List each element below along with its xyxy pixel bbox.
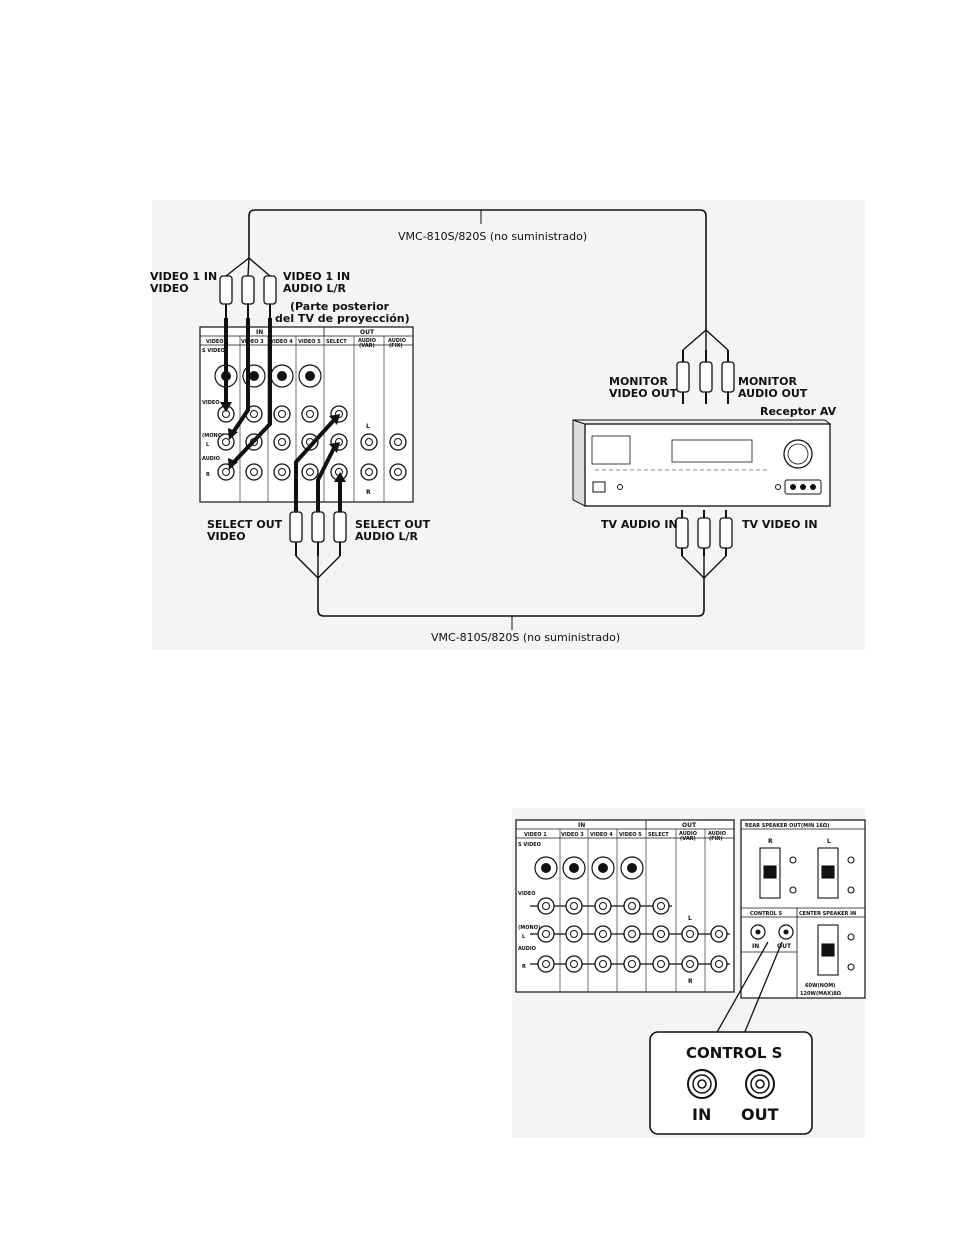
plug-select-out-audio-l	[311, 511, 325, 556]
cable-bottom-label: VMC-810S/820S (no suministrado)	[431, 631, 620, 644]
panel2-col-video3: VIDEO 3	[561, 832, 584, 838]
bottom-cable	[317, 578, 705, 617]
panel1-audio-fix-sub: (FIX)	[389, 343, 403, 349]
plug-select-out-video	[289, 511, 303, 556]
av-receiver	[572, 419, 832, 507]
panel1-mono-label: (MONO)	[202, 433, 224, 439]
input-cables	[224, 318, 272, 466]
panel1-audio-label: AUDIO	[202, 456, 220, 462]
callout-title: CONTROL S	[686, 1044, 782, 1062]
plug-tv-video-in	[719, 510, 733, 556]
panel2-audio-fix: AUDIO	[708, 831, 726, 837]
plug-monitor-audio-out-l	[699, 350, 713, 404]
panel2-audio-l-marker: L	[522, 934, 526, 940]
plug-video1-video	[219, 275, 233, 318]
panel2-out-label: OUT	[682, 822, 697, 829]
panel1-col-video5: VIDEO 5	[298, 339, 321, 345]
panel1-col-select: SELECT	[326, 339, 347, 345]
control-s-in-label: IN	[752, 943, 759, 950]
output-cables	[294, 418, 342, 512]
speaker-l-label: L	[827, 838, 831, 845]
tv-rear-panel: IN OUT VIDEO 1 VIDEO 3 VIDEO 4 VIDEO 5 S…	[199, 326, 414, 503]
control-s-label: CONTROL S	[750, 911, 783, 917]
control-s-callout: CONTROL S IN OUT	[649, 1031, 813, 1135]
panel1-col-video4: VIDEO 4	[270, 339, 293, 345]
center-speaker-label: CENTER SPEAKER IN	[799, 911, 856, 917]
receiver-label: Receptor AV	[760, 405, 837, 418]
plug-monitor-video-out	[676, 350, 690, 404]
plug-select-out-audio-r	[333, 511, 347, 556]
panel2-col-video4: VIDEO 4	[590, 832, 613, 838]
tv-audio-in-label: TV AUDIO IN	[601, 518, 678, 531]
panel2-audio-r-marker: R	[522, 964, 526, 970]
panel1-audio-fix: AUDIO	[388, 338, 406, 344]
panel2-col-video1: VIDEO 1	[524, 832, 547, 838]
plug-monitor-audio-out-r	[721, 350, 735, 404]
panel1-out-label: OUT	[360, 329, 375, 336]
power-rating-label: 60W(NOM)120W(MAX)8Ω	[800, 983, 842, 997]
panel1-audio-var: AUDIO	[358, 338, 376, 344]
tv-video-in-label: TV VIDEO IN	[742, 518, 818, 531]
callout-in-label: IN	[692, 1105, 711, 1124]
plug-tv-audio-in-l	[675, 510, 689, 556]
speaker-r-label: R	[768, 838, 773, 845]
top-cable	[248, 209, 707, 330]
panel1-col-video1: VIDEO 1	[206, 339, 229, 345]
panel2-in-label: IN	[578, 822, 585, 829]
plug-tv-audio-in-r	[697, 510, 711, 556]
rear-panel-2: IN OUT VIDEO 1 VIDEO 3 VIDEO 4 VIDEO 5 S…	[515, 819, 735, 993]
panel2-l-label: L	[688, 915, 692, 922]
panel2-s-video-label: S VIDEO	[518, 842, 541, 848]
panel2-r-label: R	[688, 978, 693, 985]
control-s-out-label: OUT	[777, 943, 792, 950]
panel1-in-label: IN	[256, 329, 263, 336]
panel1-audio-var-sub: (VAR)	[359, 343, 375, 349]
panel2-audio-fix-sub: (FIX)	[709, 836, 723, 842]
panel1-r-label: R	[366, 489, 371, 496]
rear-speaker-label: REAR SPEAKER OUT(MIN 16Ω)	[745, 823, 829, 829]
plug-video1-audio-l	[241, 275, 255, 318]
callout-out-label: OUT	[741, 1105, 779, 1124]
panel1-l-label: L	[366, 423, 370, 430]
panel2-col-video5: VIDEO 5	[619, 832, 642, 838]
panel2-audio-label: AUDIO	[518, 946, 536, 952]
plug-video1-audio-r	[263, 275, 277, 318]
panel1-video-label: VIDEO	[202, 400, 220, 406]
cable-top-label: VMC-810S/820S (no suministrado)	[398, 230, 587, 243]
speaker-panel: REAR SPEAKER OUT(MIN 16Ω) CONTROL S CENT…	[740, 819, 866, 999]
panel1-audio-r-marker: R	[206, 472, 210, 478]
panel2-audio-var: AUDIO	[679, 831, 697, 837]
panel1-s-video-label: S VIDEO	[202, 348, 225, 354]
panel1-col-video3: VIDEO 3	[241, 339, 264, 345]
panel2-col-select: SELECT	[648, 832, 669, 838]
panel1-audio-l-marker: L	[206, 442, 210, 448]
panel2-audio-var-sub: (VAR)	[680, 836, 696, 842]
panel2-video-label: VIDEO	[518, 891, 536, 897]
panel2-mono-label: (MONO)	[518, 925, 540, 931]
